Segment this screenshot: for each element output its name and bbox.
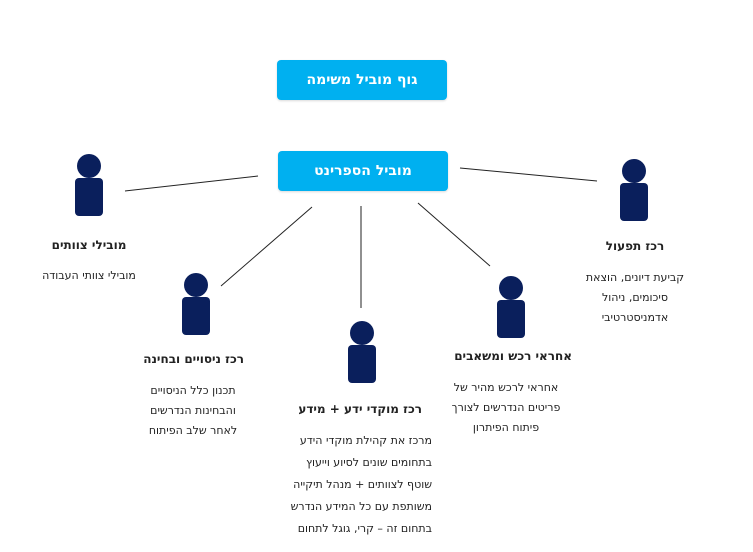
person-icon-experiments xyxy=(181,273,211,337)
connector-experiments xyxy=(220,206,313,287)
mission-lead-label: גוף מוביל משימה xyxy=(306,72,418,88)
role-title-team-leads: מובילי צוותים xyxy=(51,238,127,252)
role-title-knowledge: רכז מוקדי ידע + מידע xyxy=(298,402,422,416)
mission-lead-box: גוף מוביל משימה xyxy=(277,60,447,100)
role-title-operations: רכז תפעול xyxy=(605,239,665,253)
role-title-experiments: רכז ניסויים ובחינה xyxy=(143,352,244,366)
connector-team-leads xyxy=(124,175,259,192)
sprint-lead-label: מוביל הספרינט xyxy=(314,163,412,179)
role-desc-experiments: תכנון כלל הניסויים והבחינות הנדרשים לאחר… xyxy=(148,384,238,437)
person-icon-team-leads xyxy=(74,154,104,218)
role-desc-operations: קביעת דיונים, הוצאת סיכומים, ניהול אדמני… xyxy=(585,271,685,324)
role-desc-team-leads: מובילי צוותי העבודה xyxy=(42,269,136,282)
connector-procurement xyxy=(417,202,491,267)
role-desc-procurement: אחראי לרכש מהיר של פריטים הנדרשים לצורך … xyxy=(451,381,561,434)
person-icon-procurement xyxy=(496,276,526,340)
person-icon-operations xyxy=(619,159,649,223)
role-title-procurement: אחראי רכש ומשאבים xyxy=(454,349,572,363)
person-icon-knowledge xyxy=(347,321,377,385)
connector-operations xyxy=(459,167,598,182)
sprint-lead-box: מוביל הספרינט xyxy=(278,151,448,191)
role-desc-knowledge: מרכז את קהילת מוקדי הידע בתחומים שונים ל… xyxy=(290,434,432,535)
